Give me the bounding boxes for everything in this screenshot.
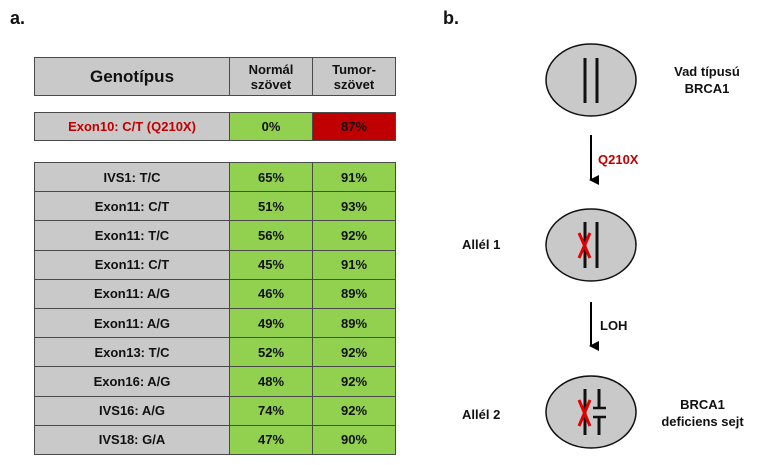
deficient-cell-label: BRCA1 deficiens sejt [661, 397, 744, 429]
header-genotype: Genotípus [34, 57, 230, 96]
row-tumor-value: 92% [312, 366, 396, 397]
row-normal-value: 48% [229, 366, 313, 397]
row-genotype: IVS18: G/A [34, 424, 230, 455]
allele2-mutation-cross-2 [577, 399, 592, 427]
row-tumor-value: 93% [312, 191, 396, 222]
row-genotype: Exon11: T/C [34, 220, 230, 251]
row-normal-value: 74% [229, 395, 313, 426]
panel-b-label: b. [443, 8, 459, 28]
row-tumor-value: 89% [312, 278, 396, 309]
header-tumor-tissue: Tumor- szövet [312, 57, 396, 96]
row-tumor-value: 92% [312, 337, 396, 368]
allele2-label: Allél 2 [462, 407, 501, 422]
allele1-label: Allél 1 [462, 237, 501, 252]
row-normal-value: 52% [229, 337, 313, 368]
row-genotype: Exon11: C/T [34, 191, 230, 222]
row-normal-value: 45% [229, 249, 313, 280]
row-normal-value: 47% [229, 424, 313, 455]
allele2-cell [545, 375, 637, 449]
highlight-normal-value: 0% [229, 112, 313, 141]
allele1-cell [545, 208, 637, 282]
row-genotype: IVS1: T/C [34, 162, 230, 193]
row-tumor-value: 90% [312, 424, 396, 455]
highlight-genotype: Exon10: C/T (Q210X) [34, 112, 230, 141]
row-genotype: Exon16: A/G [34, 366, 230, 397]
row-tumor-value: 92% [312, 220, 396, 251]
row-genotype: Exon11: A/G [34, 308, 230, 339]
loh-label: LOH [600, 318, 628, 333]
row-normal-value: 65% [229, 162, 313, 193]
row-tumor-value: 91% [312, 162, 396, 193]
row-normal-value: 46% [229, 278, 313, 309]
highlight-tumor-value: 87% [312, 112, 396, 141]
wild-type-cell [545, 43, 637, 117]
mutation-label: Q210X [598, 152, 639, 167]
row-normal-value: 56% [229, 220, 313, 251]
header-normal-tissue: Normál szövet [229, 57, 313, 96]
allele1-mutation-cross-2 [577, 232, 592, 259]
wild-type-label: Vad típusú BRCA1 [674, 64, 740, 96]
panel-a-label: a. [10, 8, 26, 28]
